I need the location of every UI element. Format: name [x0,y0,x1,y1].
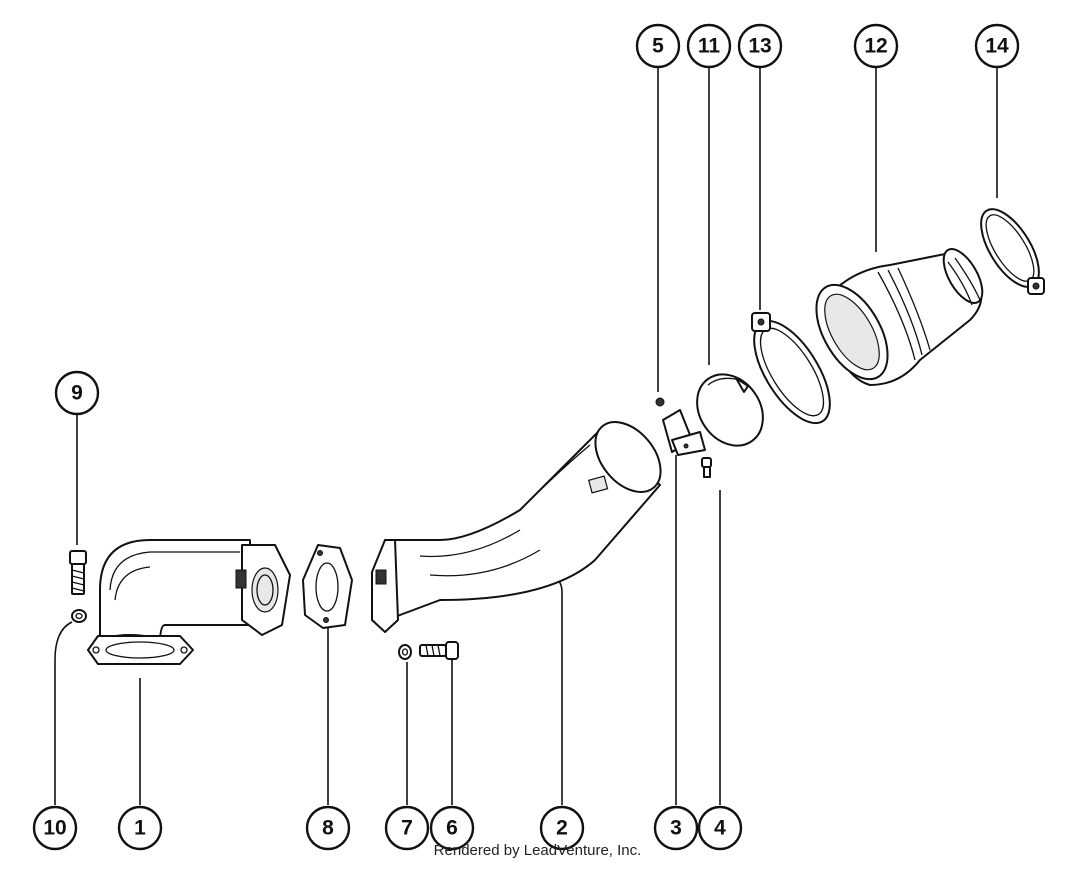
callout-label: 4 [714,817,726,840]
part-14-small-clamp [980,208,1045,295]
part-9-bolt [69,550,87,595]
callout-4[interactable]: 4 [697,805,743,851]
part-5-nut [655,397,665,407]
part-7-washer [398,644,412,660]
callout-label: 9 [71,382,83,405]
callout-label: 13 [748,35,771,58]
callout-label: 10 [43,817,66,840]
callout-7[interactable]: 7 [384,805,430,851]
callout-10[interactable]: 10 [32,805,78,851]
callout-label: 11 [698,35,721,58]
leader-lines [54,68,998,805]
credit-text: Rendered by LeadVenture, Inc. [433,842,642,859]
callout-label: 7 [401,817,413,840]
callouts: 5 11 13 12 14 9 10 1 [32,23,1020,851]
part-1-elbow [87,539,291,665]
part-12-boot-adapter [815,248,984,386]
callout-8[interactable]: 8 [305,805,351,851]
callout-11[interactable]: 11 [686,23,732,69]
callout-label: 2 [556,817,568,840]
part-4-screw [701,457,712,478]
part-11-rain-cap [696,373,764,447]
part-8-gasket [302,544,353,629]
callout-1[interactable]: 1 [117,805,163,851]
part-3-bracket [662,409,706,456]
callout-label: 6 [446,817,458,840]
callout-13[interactable]: 13 [737,23,783,69]
callout-label: 5 [652,35,664,58]
callout-5[interactable]: 5 [635,23,681,69]
callout-9[interactable]: 9 [54,370,100,416]
callout-12[interactable]: 12 [853,23,899,69]
part-10-lock-washer [71,609,87,623]
leader-2 [547,573,563,805]
callout-label: 3 [670,817,682,840]
callout-label: 1 [134,817,146,840]
leader-10 [54,621,73,805]
callout-2[interactable]: 2 [539,805,585,851]
callout-label: 12 [864,35,887,58]
part-2-outlet-tube [371,421,662,633]
callout-6[interactable]: 6 [429,805,475,851]
callout-3[interactable]: 3 [653,805,699,851]
callout-label: 8 [322,817,334,840]
part-13-large-clamp [751,312,831,425]
part-6-cap-screw [419,641,459,660]
callout-label: 14 [985,35,1009,58]
callout-14[interactable]: 14 [974,23,1020,69]
